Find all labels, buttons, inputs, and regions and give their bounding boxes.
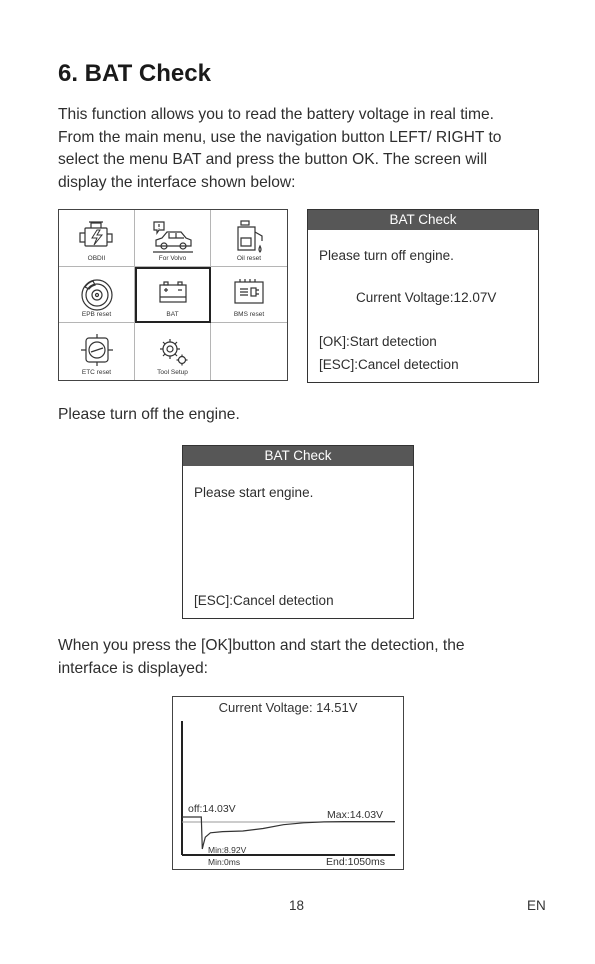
menu-item-obdii[interactable]: OBDII — [59, 210, 135, 267]
battery-icon — [158, 281, 187, 303]
esc-cancel-detection[interactable]: [ESC]:Cancel detection — [194, 593, 334, 608]
main-menu-grid: OBDII For Volvo Oil rese — [58, 209, 288, 381]
bms-icon — [234, 278, 264, 304]
menu-item-for-volvo[interactable]: For Volvo — [135, 210, 211, 267]
menu-item-etc-reset[interactable]: ETC reset — [59, 323, 135, 380]
menu-item-label: Oil reset — [236, 254, 262, 262]
max-voltage-label: Max:14.03V — [327, 809, 384, 821]
esc-cancel-detection[interactable]: [ESC]:Cancel detection — [319, 357, 459, 372]
language-code: EN — [527, 898, 546, 913]
screen-title: BAT Check — [183, 446, 413, 466]
off-voltage-label: off:14.03V — [188, 803, 236, 815]
menu-item-tool-setup[interactable]: Tool Setup — [135, 323, 211, 380]
instruction-text: Please turn off engine. — [319, 248, 454, 263]
current-voltage-title: Current Voltage: 14.51V — [218, 700, 358, 715]
gears-icon — [159, 339, 187, 366]
min-time-label: Min:0ms — [208, 857, 241, 867]
intro-line: display the interface shown below: — [58, 173, 296, 191]
voltage-chart-screen: Current Voltage: 14.51V off:14.03V Max:1… — [172, 696, 404, 870]
page-number: 18 — [289, 898, 305, 913]
menu-item-empty — [211, 323, 287, 380]
car-icon — [152, 221, 193, 253]
end-time-label: End:1050ms — [326, 856, 385, 868]
screen-title: BAT Check — [308, 210, 538, 230]
menu-item-bat[interactable]: BAT — [135, 266, 211, 324]
instruction-text: Please start engine. — [194, 485, 314, 500]
voltage-series-line — [182, 816, 395, 850]
caption-detection-paragraph: When you press the [OK]button and start … — [58, 635, 548, 680]
menu-item-label: BAT — [166, 311, 179, 319]
menu-item-label: OBDII — [87, 254, 106, 262]
bat-check-screen-1: BAT Check Please turn off engine. Curren… — [307, 209, 539, 383]
bat-check-screen-2: BAT Check Please start engine. [ESC]:Can… — [182, 445, 414, 619]
brake-disc-icon — [80, 279, 113, 311]
intro-line: This function allows you to read the bat… — [58, 106, 494, 123]
min-voltage-label: Min:8.92V — [208, 845, 247, 855]
menu-item-label: EPB reset — [81, 311, 112, 319]
menu-item-label: ETC reset — [81, 369, 112, 376]
caption-turn-off-engine: Please turn off the engine. — [58, 404, 548, 427]
intro-line: select the menu BAT and press the button… — [58, 151, 488, 168]
menu-item-label: For Volvo — [158, 254, 187, 262]
ok-start-detection[interactable]: [OK]:Start detection — [319, 334, 437, 349]
caption-line: interface is displayed: — [58, 659, 208, 677]
caption-line: When you press the [OK]button and start … — [58, 637, 465, 654]
menu-item-label: Tool Setup — [157, 369, 188, 376]
menu-item-epb-reset[interactable]: EPB reset — [59, 266, 135, 324]
engine-icon — [78, 221, 113, 247]
caption-line: Please turn off the engine. — [58, 406, 240, 423]
voltage-chart — [181, 721, 395, 856]
menu-item-label: BMS reset — [233, 311, 265, 319]
intro-paragraph: This function allows you to read the bat… — [58, 104, 548, 194]
menu-item-oil-reset[interactable]: Oil reset — [211, 210, 287, 267]
oil-can-icon — [237, 220, 263, 253]
throttle-icon — [80, 334, 113, 367]
menu-item-bms-reset[interactable]: BMS reset — [211, 267, 287, 324]
intro-line: From the main menu, use the navigation b… — [58, 128, 502, 146]
page-heading: 6. BAT Check — [58, 60, 211, 87]
current-voltage-readout: Current Voltage:12.07V — [356, 290, 497, 305]
